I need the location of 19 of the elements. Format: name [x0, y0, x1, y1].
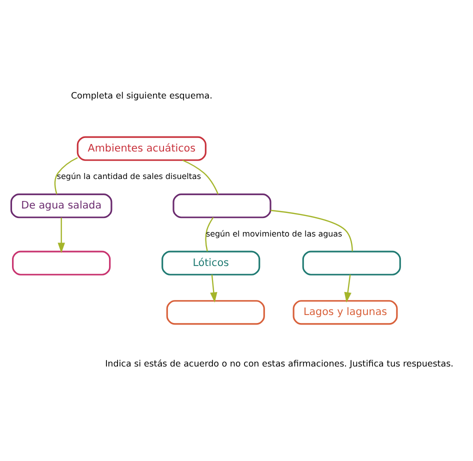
node-box: [166, 300, 265, 325]
label: Indica si estás de acuerdo o no con estas afirmaciones. Justifica tus respuestas.: [105, 360, 454, 370]
arrow: [210, 274, 218, 303]
edge-label: según la cantidad de sales disueltas: [56, 172, 201, 182]
node-box: [12, 250, 111, 276]
arrow: [344, 274, 352, 303]
connector: [270, 210, 353, 252]
connector: [182, 160, 219, 194]
node-box: De agua salada: [10, 194, 112, 218]
node-box: Lóticos: [162, 250, 260, 276]
connector: [205, 217, 214, 252]
label: Completa el siguiente esquema.: [70, 92, 212, 102]
edge-label: según el movimiento de las aguas: [206, 229, 342, 238]
node-box: [172, 194, 272, 218]
connector: [54, 157, 78, 194]
arrow: [58, 218, 65, 254]
node-box: [302, 250, 401, 276]
node-box: Lagos y lagunas: [292, 300, 398, 325]
node-box: Ambientes acuáticos: [76, 136, 206, 161]
